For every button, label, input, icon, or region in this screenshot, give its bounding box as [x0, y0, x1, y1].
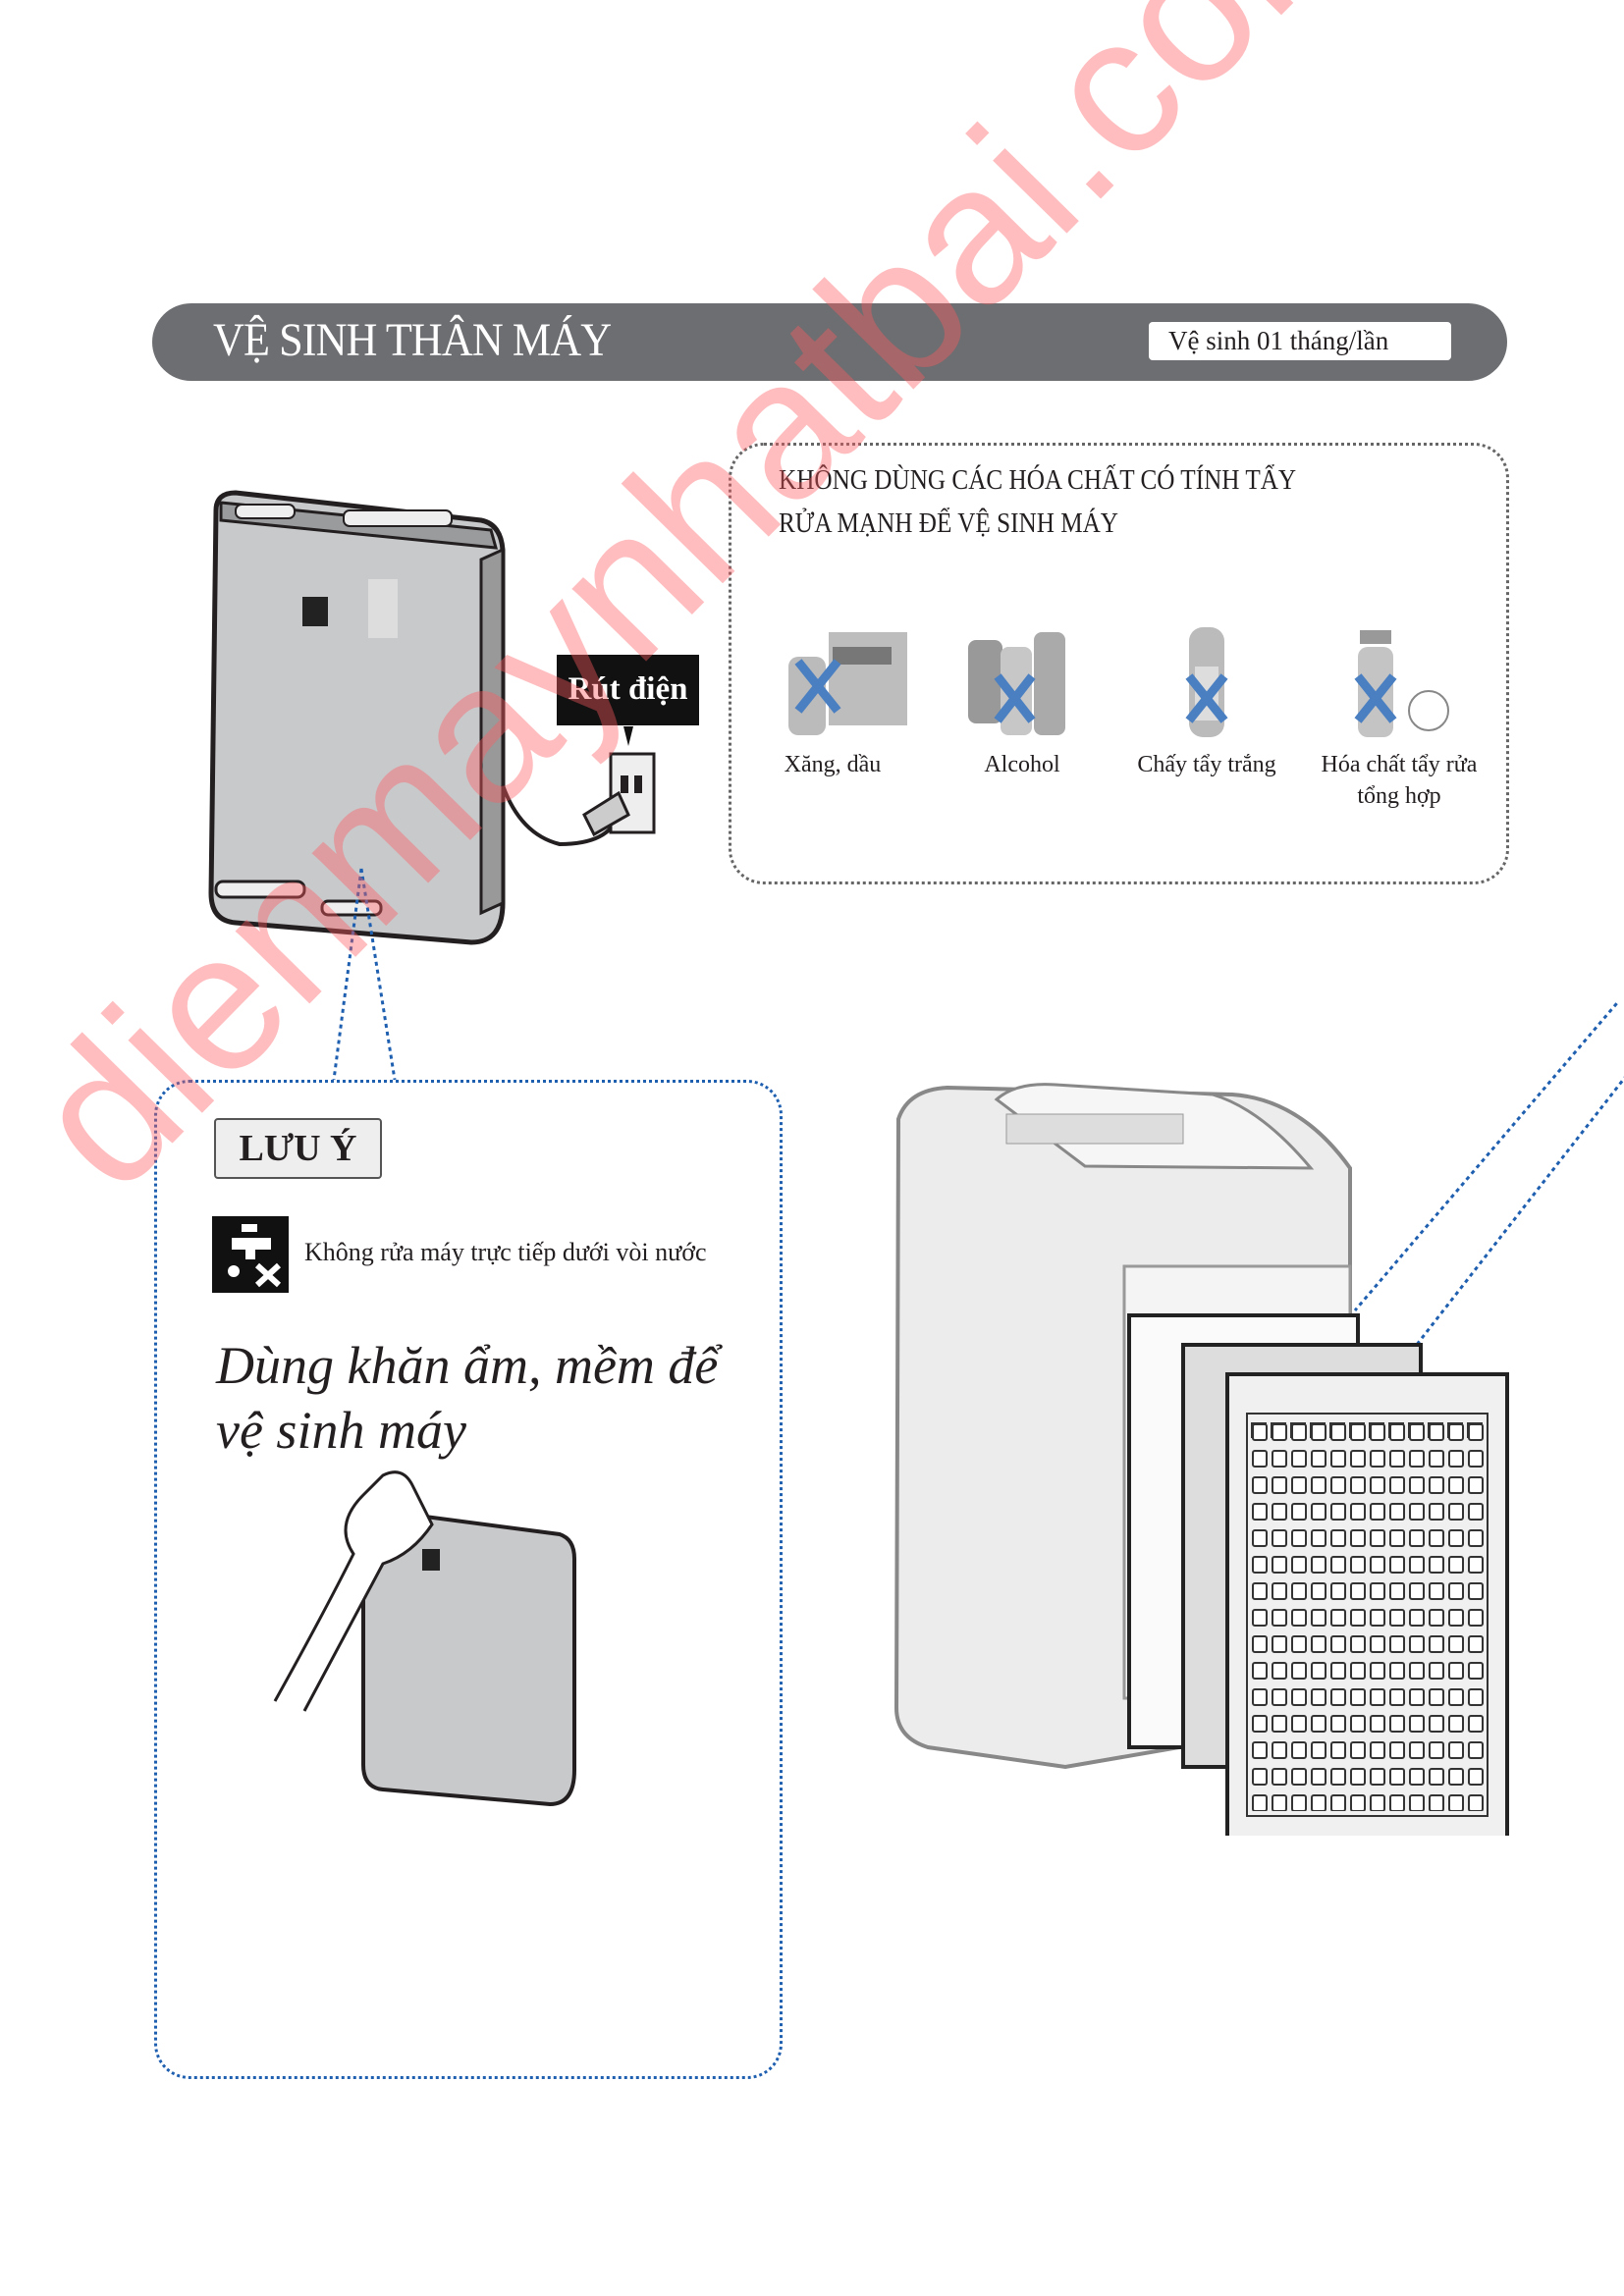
chem-label: Chấy tẩy trắng — [1137, 752, 1276, 777]
alcohol-bottles-icon — [968, 632, 1065, 735]
logo-icon — [302, 597, 328, 626]
warning-title-line2: RỬA MẠNH ĐỂ VỆ SINH MÁY — [779, 508, 1119, 539]
chem-item-bleach: Chấy tẩy trắng — [1109, 613, 1305, 780]
petrol-bottles-icon — [788, 632, 907, 735]
wiping-machine-illustration — [273, 1470, 576, 1807]
warning-title-line1: KHÔNG DÙNG CÁC HÓA CHẤT CÓ TÍNH TẨY — [779, 465, 1297, 496]
note-tag: LƯU Ý — [214, 1118, 382, 1179]
chem-item-petrol: Xăng, dầu — [734, 613, 931, 780]
unplug-label: Rút điện — [557, 655, 699, 725]
note-instruction: Dùng khăn ẩm, mềm để vệ sinh máy — [216, 1336, 719, 1460]
bleach-bottle-icon — [1185, 627, 1228, 737]
chem-label: Alcohol — [984, 752, 1060, 777]
note-box: LƯU Ý Không rửa máy trực tiếp dưới vòi n… — [154, 1080, 783, 2079]
air-purifier-filters-illustration — [893, 1001, 1624, 1836]
section-header: VỆ SINH THÂN MÁY Vệ sinh 01 tháng/lần — [152, 303, 1507, 381]
chem-label: Xăng, dầu — [784, 752, 882, 777]
section-title: VỆ SINH THÂN MÁY — [213, 314, 612, 366]
note-warning-text: Không rửa máy trực tiếp dưới vòi nước — [304, 1238, 707, 1266]
spray-detergent-icon — [1354, 630, 1449, 737]
chemical-warning-box: KHÔNG DÙNG CÁC HÓA CHẤT CÓ TÍNH TẨY RỬA … — [729, 443, 1509, 884]
chem-item-detergent: Hóa chất tẩy rửa tổng hợp — [1301, 613, 1497, 812]
no-water-faucet-icon — [212, 1216, 289, 1293]
chem-item-alcohol: Alcohol — [924, 613, 1120, 780]
callout-connector — [332, 868, 397, 1081]
air-purifier-unplug-illustration — [208, 490, 656, 945]
chem-label: Hóa chất tẩy rửa tổng hợp — [1321, 752, 1478, 809]
frequency-badge: Vệ sinh 01 tháng/lần — [1149, 322, 1451, 360]
